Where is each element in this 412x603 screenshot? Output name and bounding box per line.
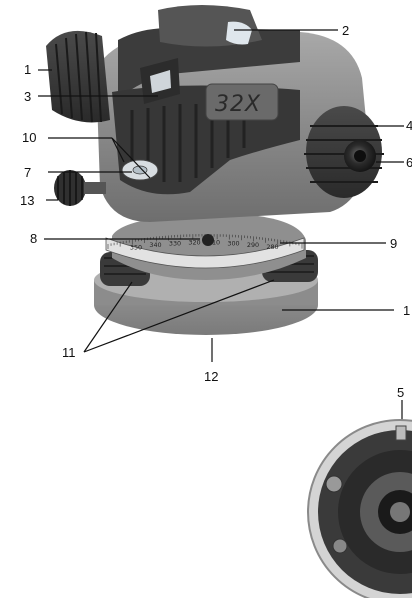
callout-4: 4 [406,118,412,133]
top-grip [118,28,300,100]
callout-8: 8 [30,231,38,246]
scale-label: 310 [208,239,220,247]
magnification-plate: 32X [205,83,279,121]
focusing-knob [46,30,110,123]
callout-7: 7 [24,165,32,180]
scale-labels: 350 340 330 320 310 300 290 280 [130,239,279,252]
callout-12: 12 [204,369,219,384]
scale-label: 290 [247,241,259,249]
sighting-window [158,5,262,47]
callout-2: 2 [342,23,350,38]
scale-label: 350 [130,244,142,252]
scale-label: 330 [169,240,181,248]
callout-1: 1 [24,62,32,77]
callout-10: 10 [22,130,37,145]
scale-ticks [107,234,303,249]
horizontal-circle: 350 340 330 320 310 300 290 280 [105,234,305,269]
eyepiece [304,106,384,198]
scale-label: 300 [227,239,239,247]
circular-level [121,159,159,181]
tangent-screw [54,170,106,206]
eyepiece-detail [307,419,412,603]
bubble-mirror [140,58,180,104]
callout-14: 1 [403,303,411,318]
leader-lines [38,29,404,428]
index-knob [202,234,214,246]
callout-9: 9 [390,236,398,251]
scale-label: 340 [149,241,161,249]
scale-label: 280 [266,243,278,251]
callout-6: 6 [406,155,412,170]
magnification-label: 32X [215,92,261,117]
scale-label: 320 [188,239,200,247]
callout-5: 5 [397,385,405,400]
callout-13: 13 [20,193,35,208]
callout-3: 3 [24,89,32,104]
callout-11: 11 [62,345,76,360]
